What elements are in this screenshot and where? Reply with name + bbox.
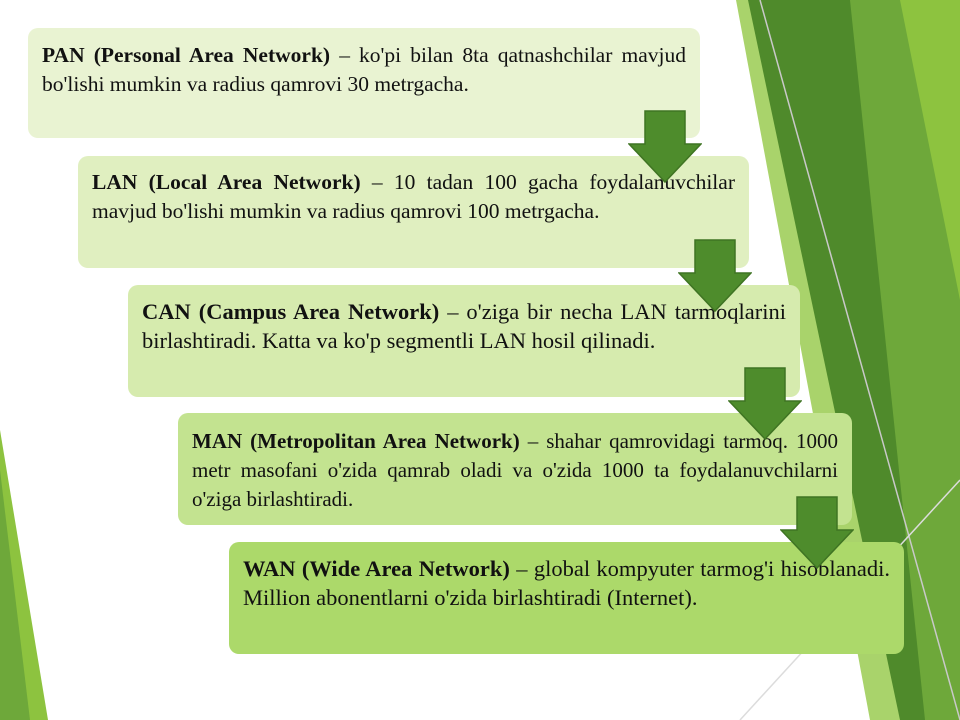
- lan-box: LAN (Local Area Network) – 10 tadan 100 …: [78, 156, 749, 268]
- down-arrow-icon: [728, 367, 802, 441]
- can-description: – o'ziga bir necha LAN tarmoqlarini birl…: [142, 299, 786, 353]
- wan-description: – global kompyuter tarmog'i hisoblanadi.…: [243, 556, 890, 610]
- down-arrow-icon: [678, 239, 752, 313]
- pan-description: – ko'pi bilan 8ta qatnashchilar mavjud b…: [42, 43, 686, 96]
- man-term: MAN (Metropolitan Area Network): [192, 429, 520, 453]
- left-stripe-shadow: [0, 470, 30, 720]
- man-description: – shahar qamrovidagi tarmoq. 1000 metr m…: [192, 429, 838, 511]
- right-stripe-mid: [850, 0, 960, 720]
- lan-description: – 10 tadan 100 gacha foydalanuvchilar ma…: [92, 170, 735, 223]
- man-box: MAN (Metropolitan Area Network) – shahar…: [178, 413, 852, 525]
- can-term: CAN (Campus Area Network): [142, 299, 440, 324]
- pan-term: PAN (Personal Area Network): [42, 43, 331, 67]
- wan-box: WAN (Wide Area Network) – global kompyut…: [229, 542, 904, 654]
- pan-box: PAN (Personal Area Network) – ko'pi bila…: [28, 28, 700, 138]
- down-arrow-icon: [628, 110, 702, 184]
- can-box: CAN (Campus Area Network) – o'ziga bir n…: [128, 285, 800, 397]
- right-stripe-accent: [900, 0, 960, 300]
- wan-term: WAN (Wide Area Network): [243, 556, 510, 581]
- lan-term: LAN (Local Area Network): [92, 170, 361, 194]
- down-arrow-icon: [780, 496, 854, 570]
- right-stripe-line: [759, 0, 960, 720]
